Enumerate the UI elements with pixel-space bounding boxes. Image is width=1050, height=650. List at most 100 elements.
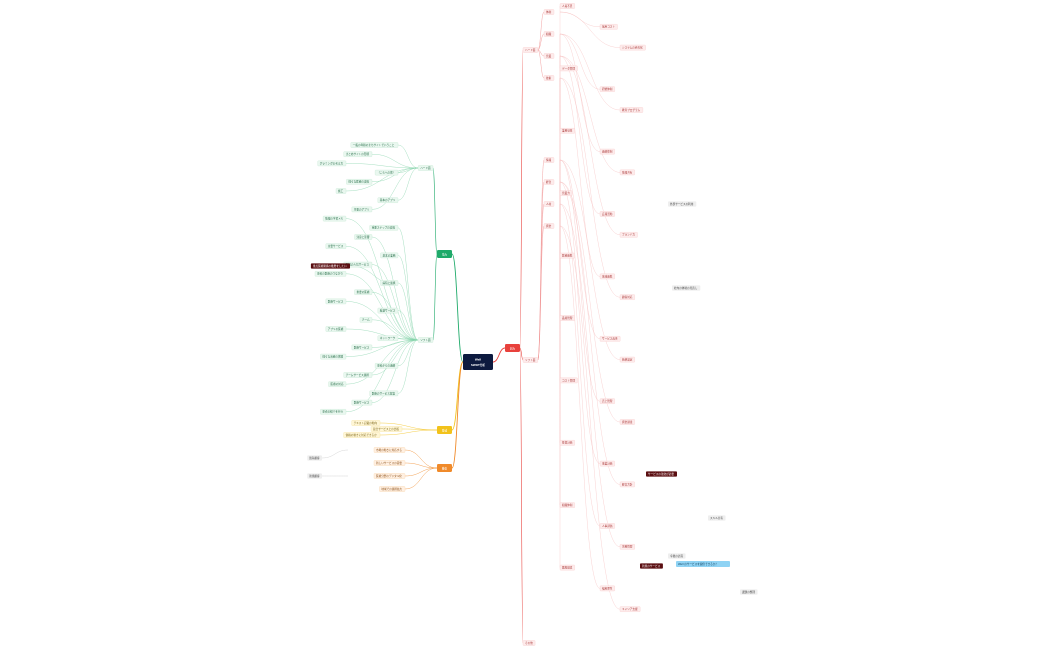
weakness-item-14[interactable]: 顧客対応 [619, 294, 635, 300]
weakness-item-21[interactable]: 投資計画 [559, 440, 575, 446]
strength-item-16[interactable]: 重要の医療 [354, 289, 373, 295]
weakness-callout[interactable]: Well のサービスを提供できるか？ [676, 561, 730, 567]
strength-item-7[interactable]: 主要のアプリ [351, 206, 373, 213]
weakness-item-0[interactable]: 人員不足 [559, 3, 575, 9]
weakness-item-6[interactable]: 業務効率 [559, 128, 575, 134]
strength-sub-0[interactable]: ハード面 [418, 165, 434, 171]
connector-line [519, 347, 524, 644]
strength-item-0[interactable]: 一般の年齢のまちサイトでいうこと [350, 142, 399, 148]
weakness-group-4[interactable]: 情報 [543, 157, 555, 163]
strength-item-24[interactable]: 患者からの連絡 [374, 363, 399, 369]
weakness-item-16[interactable]: サービス改善 [599, 336, 621, 342]
strength-item-20[interactable]: アプリの医療 [325, 326, 347, 332]
strength-item-10[interactable]: 注意と影響 [354, 234, 373, 240]
branch-threat[interactable]: 脅威 [437, 426, 452, 434]
weakness-item-24[interactable]: 組織体制 [559, 502, 575, 508]
strength-item-22[interactable]: 医療サービス [351, 344, 373, 351]
strength-item-4[interactable]: 様々な医療の変換 [346, 179, 373, 185]
opportunity-item-0[interactable]: 市場の動きに対応する [373, 447, 406, 453]
strength-item-11[interactable]: 主要サービス [325, 243, 347, 249]
threat-item-2[interactable]: 価格の動きに対応できるか [343, 432, 381, 438]
weakness-item-20[interactable]: 資金調達 [619, 419, 635, 425]
strength-item-15[interactable]: 病院と連携 [380, 280, 399, 286]
weakness-item-27[interactable]: 職場環境 [559, 564, 575, 571]
strength-item-27[interactable]: 医療のサービス提案 [369, 390, 399, 397]
threat-item-0[interactable]: テキスト記載の動向 [351, 420, 381, 426]
weakness-sub-0[interactable]: ハード面 [522, 47, 538, 53]
strength-item-19[interactable]: チーム [359, 317, 373, 323]
strength-sub-1[interactable]: ソフト面 [418, 337, 434, 343]
strength-item-29[interactable]: 患者の紹介を行う [320, 409, 347, 415]
weakness-item-10[interactable]: 広報活動 [599, 211, 615, 217]
weakness-group-5[interactable]: 経営 [543, 179, 555, 185]
opportunity-item-3[interactable]: 地域での連携拡大 [379, 486, 406, 492]
weakness-highlight-0[interactable]: サービスの強化が必要 [646, 471, 677, 477]
branch-weakness-label: 弱み [510, 346, 516, 350]
weakness-group-1[interactable]: 組織 [543, 31, 555, 37]
weakness-item-24-label: 組織体制 [562, 503, 573, 507]
opportunity-side-0[interactable]: 既存顧客 [307, 455, 322, 461]
weakness-note-1[interactable]: 社内の体制の見直し [672, 285, 701, 291]
weakness-item-7[interactable]: 連絡体制 [599, 148, 615, 155]
strength-highlight[interactable]: 重点医療関係の推薦をしたい [310, 263, 350, 269]
weakness-group-6[interactable]: 人材 [543, 201, 555, 207]
branch-strength[interactable]: 強み [437, 250, 452, 258]
central-topic[interactable]: Well SWOT分析 [463, 354, 493, 370]
weakness-item-22[interactable]: 事業計画 [599, 460, 615, 467]
weakness-group-7[interactable]: 資金 [543, 223, 555, 229]
weakness-item-8[interactable]: 情報共有 [619, 169, 635, 176]
weakness-item-12[interactable]: 医療連携 [559, 252, 575, 259]
strength-item-23[interactable]: 様々な治療の体験 [320, 353, 347, 360]
weakness-item-29-label: キャリア支援 [622, 607, 638, 611]
strength-item-17[interactable]: 医療サービス [325, 298, 347, 305]
strength-item-5[interactable]: 施工 [335, 188, 347, 194]
opportunity-side-1[interactable]: 新規顧客 [307, 473, 322, 479]
weakness-item-1[interactable]: 採用コスト [599, 24, 618, 30]
weakness-note-0[interactable]: 外部サービスの利用 [668, 201, 697, 207]
weakness-item-4[interactable]: 研修体制 [599, 86, 615, 92]
strength-item-9[interactable]: 重要ステップの変換 [369, 225, 399, 231]
weakness-item-28[interactable]: 福利厚生 [599, 585, 615, 592]
strength-item-3[interactable]: （ころへの体） [374, 169, 399, 176]
weakness-note-2[interactable]: スキル共有 [708, 515, 726, 521]
opportunity-item-1[interactable]: 新しいサービスの需要 [373, 460, 406, 466]
strength-item-8[interactable]: 情報の学習メモ [322, 215, 347, 222]
weakness-sub-2[interactable]: その他 [522, 640, 536, 646]
weakness-item-19[interactable]: 売上管理 [599, 398, 615, 404]
weakness-group-2[interactable]: 営業 [543, 53, 555, 59]
weakness-item-17[interactable]: 価格設定 [619, 356, 635, 363]
weakness-item-26[interactable]: 労務管理 [619, 544, 635, 550]
strength-item-14[interactable]: 患者の医療のつながり [314, 271, 347, 277]
weakness-item-5[interactable]: 教育プログラム [619, 107, 644, 113]
weakness-note-3[interactable]: 今後の計画 [668, 553, 686, 559]
connector-line [404, 467, 438, 490]
strength-item-12[interactable]: 基本の業務 [380, 252, 399, 259]
weakness-highlight-1[interactable]: 新規のサービス [640, 563, 663, 569]
strength-item-1[interactable]: まとめサイトの形態 [343, 151, 373, 157]
weakness-group-0[interactable]: 体制 [543, 9, 555, 15]
branch-weakness[interactable]: 弱み [505, 344, 520, 352]
weakness-note-4[interactable]: 課題の整理 [740, 589, 758, 595]
weakness-item-3[interactable]: データ管理 [559, 65, 578, 72]
strength-item-25[interactable]: チームサービス連携 [343, 372, 373, 378]
branch-opportunity[interactable]: 機会 [437, 464, 452, 472]
weakness-item-29[interactable]: キャリア支援 [619, 606, 641, 612]
weakness-item-13[interactable]: 地域連携 [599, 273, 615, 280]
strength-item-21[interactable]: ネットワーク [377, 335, 399, 341]
weakness-item-25[interactable]: 人事評価 [599, 523, 615, 529]
weakness-item-9[interactable]: 営業力 [559, 190, 573, 196]
strength-item-6[interactable]: 基本のアプリ [377, 197, 399, 203]
strength-item-18[interactable]: 看護サービス [377, 307, 399, 314]
strength-item-2[interactable]: グラミングの考え方 [317, 160, 347, 167]
strength-item-28[interactable]: 医療サービス [351, 399, 373, 406]
weakness-item-15[interactable]: 品質管理 [559, 315, 575, 321]
weakness-item-11[interactable]: ブランド力 [619, 232, 638, 238]
opportunity-item-2[interactable]: 医療分野のデジタル化 [373, 473, 406, 479]
weakness-item-18[interactable]: コスト管理 [559, 377, 578, 384]
weakness-item-2[interactable]: システムの老朽化 [619, 44, 646, 51]
weakness-sub-1[interactable]: ソフト面 [522, 357, 538, 363]
weakness-group-3[interactable]: 技術 [543, 75, 555, 81]
threat-item-1[interactable]: 競合サービスとの比較 [370, 426, 403, 432]
weakness-item-23[interactable]: 経営方針 [619, 481, 635, 488]
strength-item-26[interactable]: 医療の対応 [328, 381, 347, 387]
